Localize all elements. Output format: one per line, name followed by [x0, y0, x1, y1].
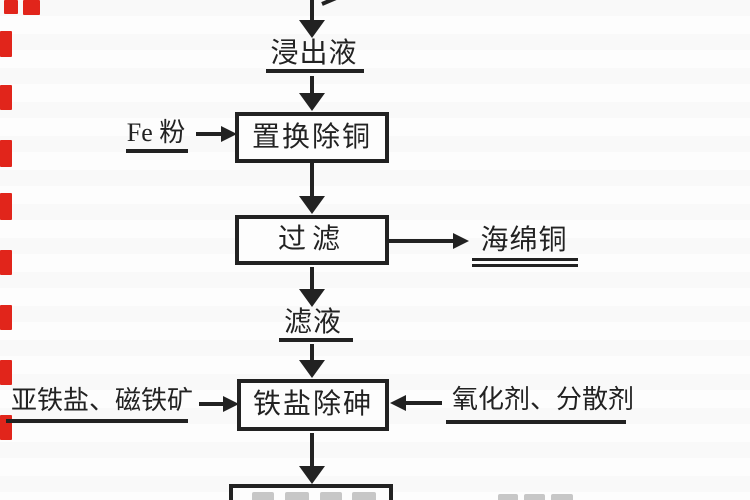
underline-filtrate: [279, 338, 353, 342]
watermark-fragment: [0, 85, 12, 110]
process-box-displacement-copper-removal: 置换除铜: [235, 112, 389, 163]
cutoff-glyph-fragment: [524, 494, 545, 500]
underline-oxidant: [446, 420, 626, 424]
arrowhead-down: [299, 289, 325, 307]
label-ferrous-salt-magnetite: 亚铁盐、磁铁矿: [10, 386, 193, 415]
arrow-line: [310, 76, 314, 96]
arrowhead-right: [223, 396, 239, 412]
watermark-fragment: [0, 193, 12, 220]
arrow-line: [310, 433, 314, 469]
process-box-filtration: 过滤: [235, 215, 389, 265]
arrowhead-down: [299, 20, 325, 38]
cutoff-glyph-fragment: [498, 494, 518, 500]
watermark-fragment: [0, 250, 12, 275]
cutoff-glyph-fragment: [285, 492, 309, 500]
cutoff-glyph-fragment: [320, 492, 342, 500]
arrowhead-down: [299, 466, 325, 484]
arrow-line-sponge-copper: [389, 239, 455, 243]
arrow-line-fe: [196, 132, 223, 136]
watermark-fragment: [4, 0, 18, 14]
process-box-label: 铁盐除砷: [252, 389, 373, 420]
arrowhead-down: [299, 93, 325, 111]
cutoff-stroke-top: [321, 0, 348, 6]
watermark-fragment: [0, 305, 12, 330]
arrow-line-oxidant: [404, 401, 442, 405]
cutoff-glyph-fragment: [551, 494, 573, 500]
underline-fe-powder: [126, 149, 188, 153]
label-filtrate: 滤液: [283, 307, 342, 338]
arrowhead-right: [221, 126, 237, 142]
label-leachate: 浸出液: [270, 38, 358, 69]
watermark-fragment: [0, 31, 12, 57]
arrow-line: [310, 344, 314, 362]
underline-sponge-copper-2: [472, 264, 578, 267]
arrowhead-down: [299, 360, 325, 378]
watermark-fragment: [0, 140, 12, 167]
process-box-iron-salt-arsenic-removal: 铁盐除砷: [237, 379, 389, 431]
underline-sponge-copper-1: [472, 258, 578, 261]
arrow-line: [310, 267, 314, 291]
watermark-fragment: [0, 360, 12, 385]
arrow-line-ferrous-salt: [199, 402, 226, 406]
label-sponge-copper: 海绵铜: [480, 225, 568, 256]
arrow-line-top-inflow: [310, 0, 314, 22]
process-box-label: 置换除铜: [251, 121, 372, 153]
arrowhead-right: [453, 233, 469, 249]
label-fe-powder: Fe 粉: [126, 118, 186, 147]
cutoff-glyph-fragment: [252, 492, 274, 500]
watermark-fragment: [23, 0, 40, 15]
arrow-line: [310, 163, 314, 199]
underline-leachate: [266, 69, 364, 73]
process-box-label: 过滤: [277, 224, 346, 255]
label-oxidant-dispersant: 氧化剂、分散剂: [451, 385, 634, 414]
arrowhead-left: [390, 395, 406, 411]
underline-ferrous-salt: [6, 419, 188, 423]
cutoff-glyph-fragment: [352, 492, 376, 500]
arrowhead-down: [299, 196, 325, 214]
